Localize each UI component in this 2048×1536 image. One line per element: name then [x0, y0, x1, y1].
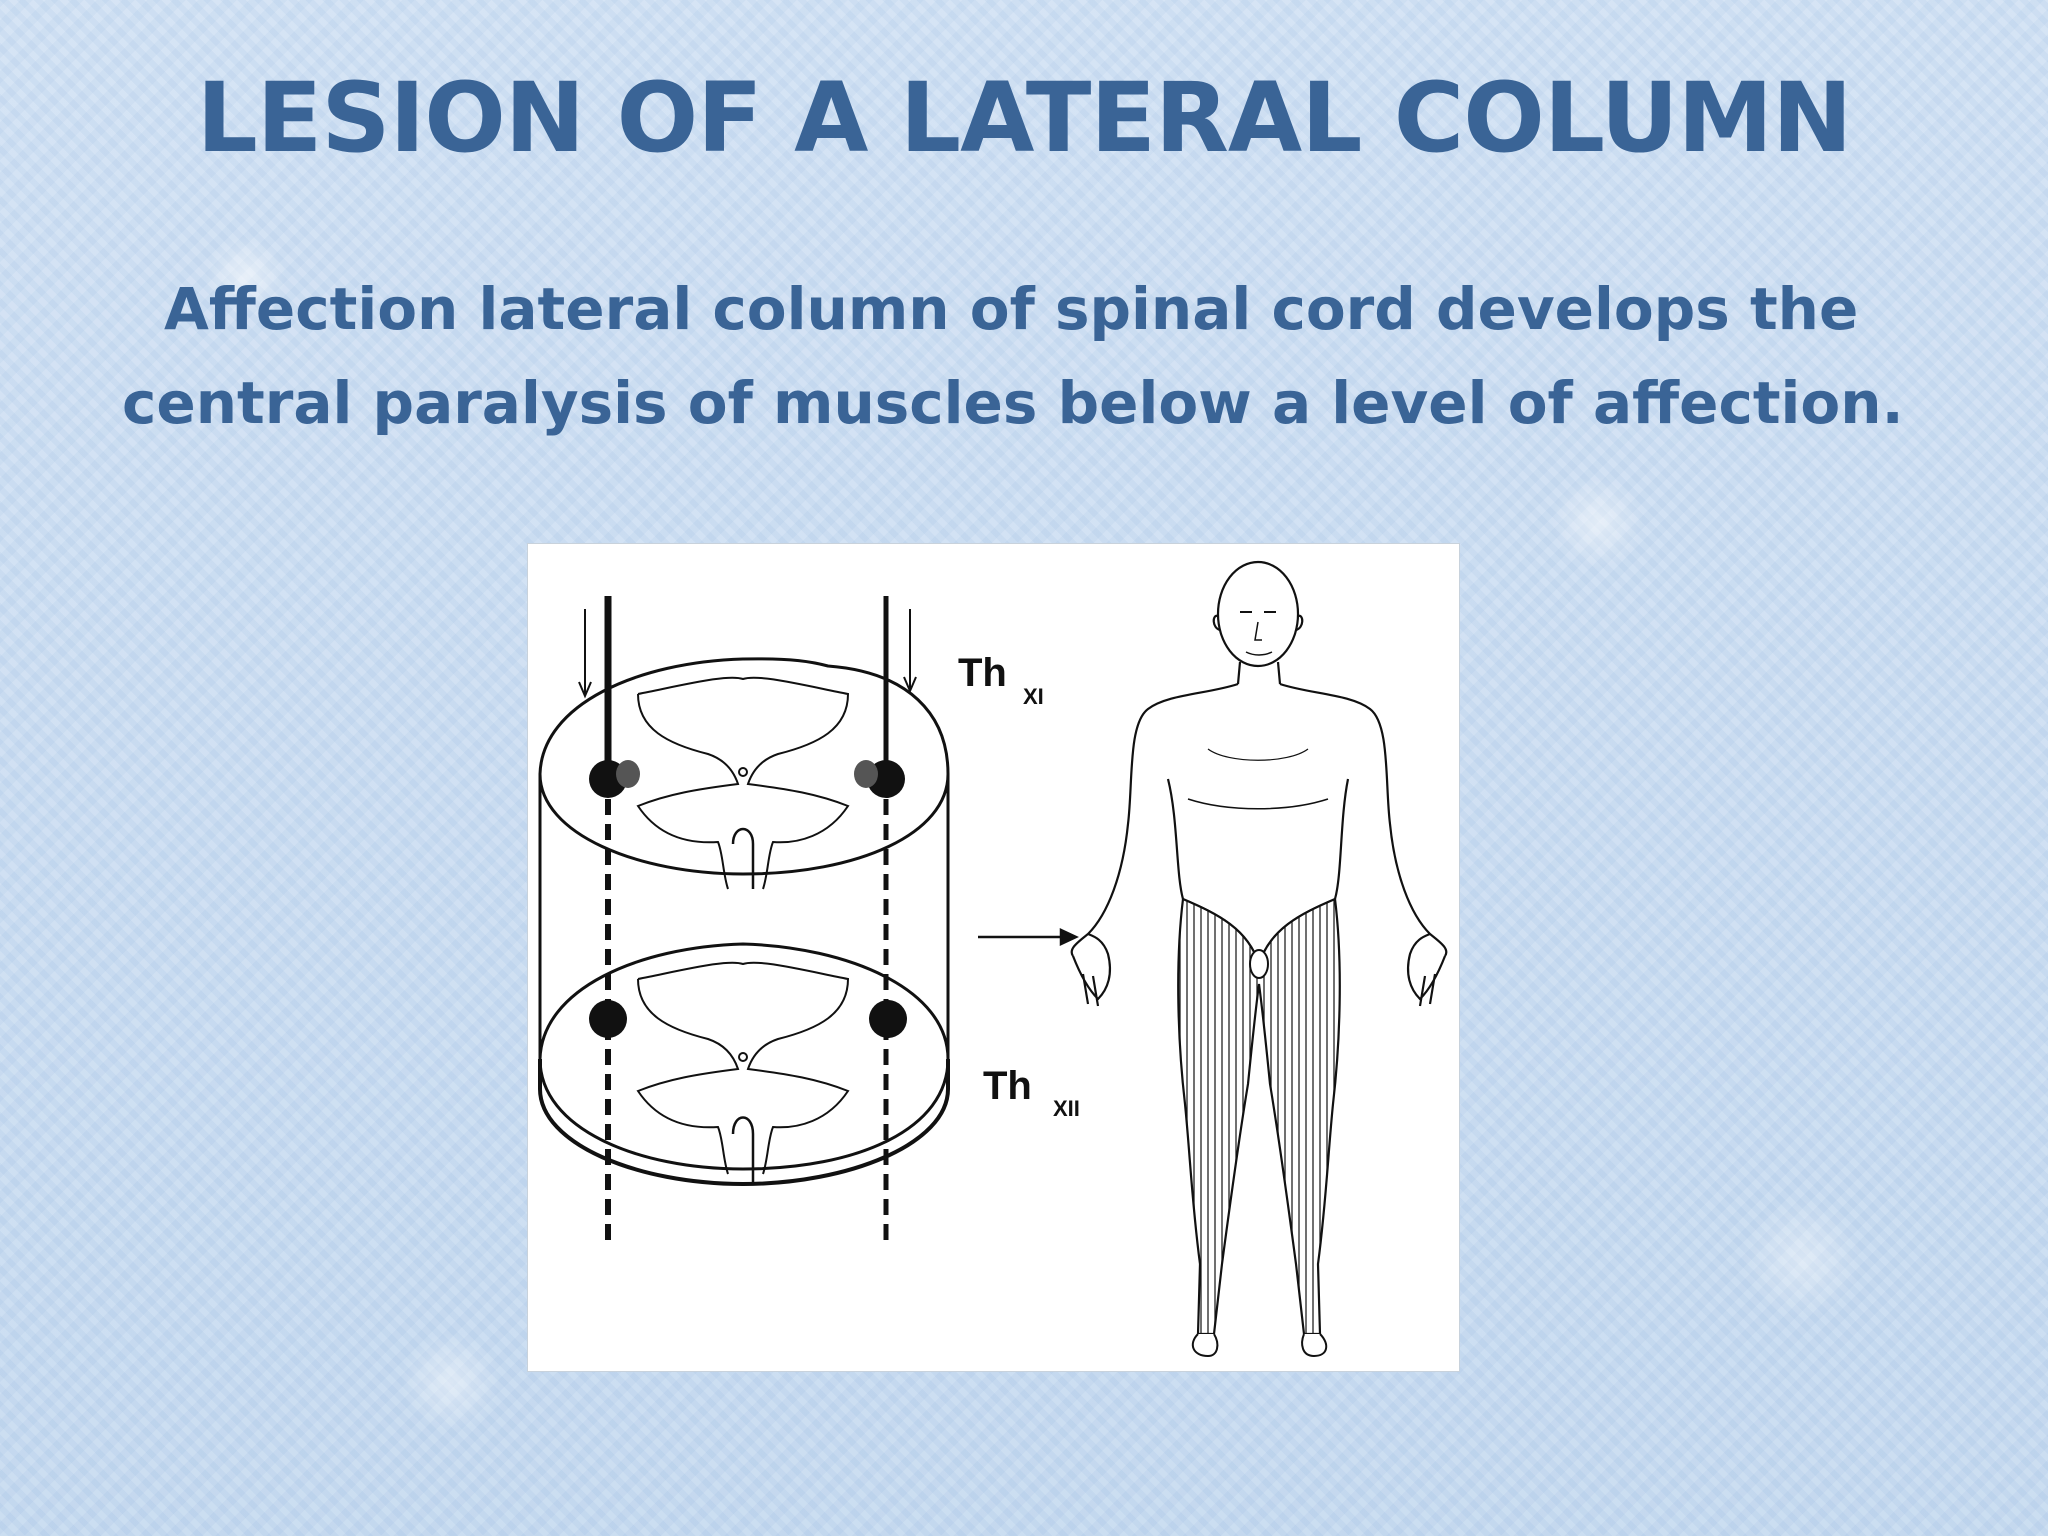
left-hand	[1071, 932, 1112, 1007]
slide-title: LESION OF A LATERAL COLUMN	[196, 62, 1853, 174]
lower-central-canal	[738, 1052, 748, 1062]
upper-grey-matter	[636, 676, 850, 890]
level-label-th-xi: Th	[958, 651, 1007, 695]
pointing-arrow	[978, 928, 1079, 946]
head	[1216, 560, 1300, 668]
spinal-cord-figure: Th XI Th XII	[527, 543, 1460, 1372]
torso	[1070, 682, 1448, 957]
upper-segment-outline	[538, 657, 950, 876]
upper-central-canal	[738, 767, 748, 777]
lower-grey-matter	[636, 961, 850, 1175]
lateral-column-lesions	[589, 760, 907, 1038]
lesion-lower-left	[589, 1000, 627, 1038]
human-figure	[1070, 560, 1448, 1007]
slide-body-text: Affection lateral column of spinal cord …	[122, 275, 1904, 437]
lesion-lower-right	[869, 1000, 907, 1038]
figure-drawing: Th XI Th XII	[538, 560, 1448, 1358]
spinal-cord-diagram	[538, 657, 950, 1187]
descending-tracts	[578, 596, 917, 1244]
level-label-th-xii: Th	[983, 1064, 1032, 1108]
paralysis-area	[1177, 897, 1341, 1358]
right-hand	[1406, 932, 1447, 1007]
level-label-th-xii-sub: XII	[1053, 1096, 1080, 1121]
level-label-th-xi-sub: XI	[1023, 684, 1044, 709]
